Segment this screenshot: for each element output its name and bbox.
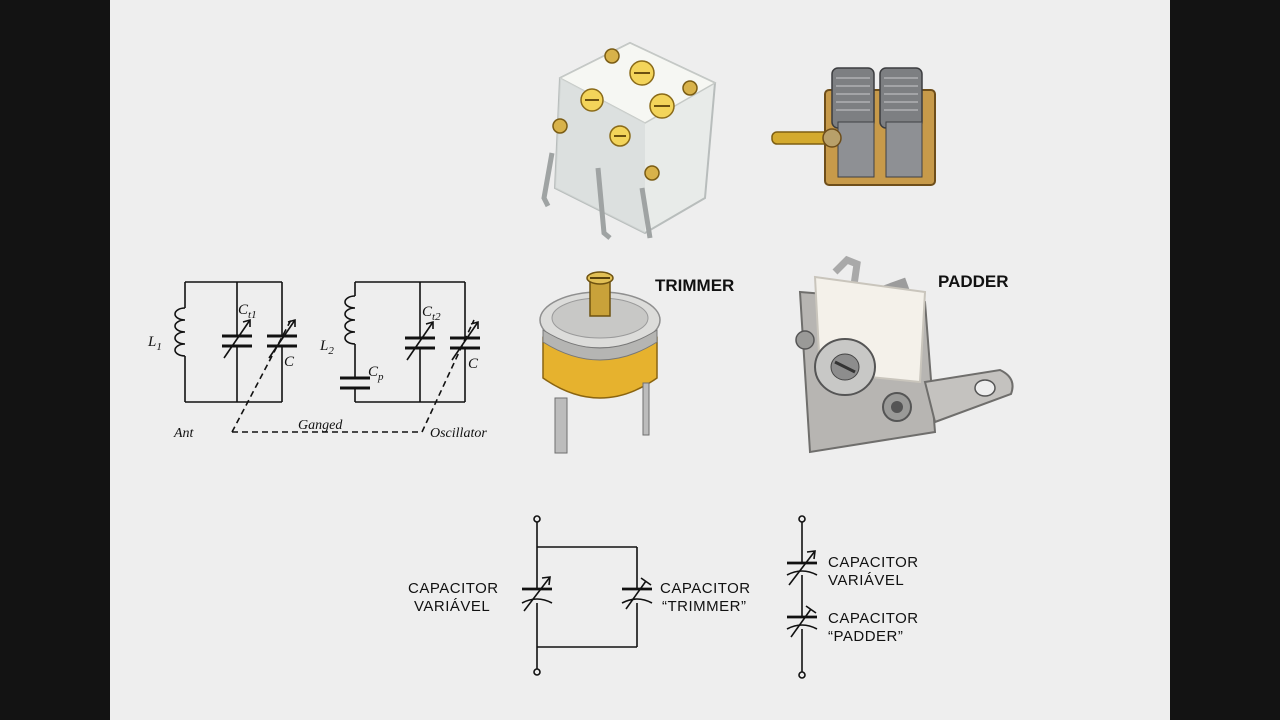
- cp-letter: C: [368, 364, 379, 380]
- ganged-label: Ganged: [298, 418, 343, 433]
- right-black-bar: [1170, 0, 1280, 720]
- padder-photo-label: PADDER: [938, 272, 1009, 291]
- variable-capacitor-label-line1: CAPACITOR: [408, 580, 499, 597]
- svg-text:Ct1: Ct1: [238, 302, 257, 321]
- cp-subscript: p: [377, 371, 384, 383]
- ct1-subscript: t1: [248, 309, 257, 321]
- trimmer-capacitor-photo: [539, 271, 661, 454]
- ganged-capacitor-photo: [771, 67, 936, 186]
- padder-capacitor-photo: [795, 255, 1014, 454]
- ant-label: Ant: [173, 426, 195, 441]
- ct1-letter: C: [238, 302, 249, 318]
- padder-capacitor-label-line2: “PADDER”: [828, 628, 903, 645]
- l2-letter: L: [319, 338, 328, 354]
- svg-text:L1: L1: [147, 334, 162, 353]
- ct2-subscript: t2: [432, 311, 441, 323]
- l1-subscript: 1: [156, 341, 162, 353]
- ganged-tuning-circuit: L1 Ct1 C L2 Cp Ct2 C Ant Ganged Oscillat…: [147, 281, 487, 441]
- svg-text:Ct2: Ct2: [422, 304, 441, 323]
- padder-capacitor-label-line1: CAPACITOR: [828, 610, 919, 627]
- c-right-label: C: [468, 356, 479, 372]
- capacitor-symbol-schematic: CAPACITOR VARIÁVEL CAPACITOR “TRIMMER” C…: [408, 515, 919, 679]
- right-variable-label-line1: CAPACITOR: [828, 554, 919, 571]
- trimmer-capacitor-label-line2: “TRIMMER”: [662, 598, 746, 615]
- oscillator-label: Oscillator: [430, 426, 487, 441]
- trimmer-capacitor-label-line1: CAPACITOR: [660, 580, 751, 597]
- left-black-bar: [0, 0, 110, 720]
- svg-text:L2: L2: [319, 338, 334, 357]
- variable-capacitor-photo: [541, 41, 717, 240]
- trimmer-photo-label: TRIMMER: [655, 276, 735, 295]
- l2-subscript: 2: [328, 345, 334, 357]
- slide: TRIMMER PADDER: [110, 0, 1170, 720]
- right-variable-label-line2: VARIÁVEL: [828, 572, 904, 589]
- ct2-letter: C: [422, 304, 433, 320]
- variable-capacitor-label-line2: VARIÁVEL: [414, 598, 490, 615]
- c-left-label: C: [284, 354, 295, 370]
- svg-text:Cp: Cp: [368, 364, 384, 383]
- l1-letter: L: [147, 334, 156, 350]
